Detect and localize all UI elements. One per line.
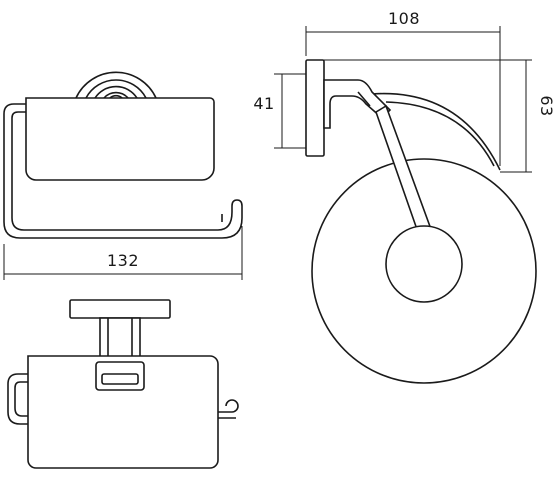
dimension-front-width-label: 132 [107,251,139,270]
side-view: 108 41 63 [253,9,556,384]
front-lid [25,97,215,181]
dimension-side-depth: 108 [305,9,501,166]
side-lid [371,92,501,171]
dimension-side-mount-height-label: 41 [253,94,274,113]
dimension-side-mount-height: 41 [253,73,306,149]
top-cover [27,355,219,469]
dimension-side-total-height: 63 [322,59,556,173]
top-hinge-block [95,361,145,391]
dimension-side-depth-label: 108 [388,9,420,28]
front-view: 132 [3,71,243,280]
top-holder-curl [218,399,239,413]
top-wall-plate [69,299,171,319]
side-bracket [323,79,392,129]
dimension-side-total-height-label: 63 [537,95,556,116]
front-holder-bar [3,103,243,239]
front-rosette [75,71,157,99]
dimension-front-width: 132 [3,226,243,280]
top-view [7,299,239,469]
top-holder-loop [7,373,28,425]
side-wall-plate [305,59,325,157]
side-hub [385,225,463,303]
